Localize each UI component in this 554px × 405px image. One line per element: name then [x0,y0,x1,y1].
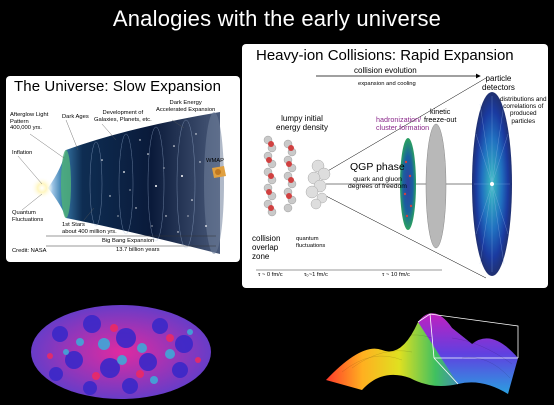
time-zero-label: τ ~ 0 fm/c [258,272,283,278]
distributions-label: distributions and correlations of produc… [500,96,547,125]
cmb-map-image [31,305,211,399]
dark-energy-label: Dark Energy Accelerated Expansion [156,100,216,113]
quantum-fluctuations-label: quantum fluctuations [296,236,326,249]
universe-panel-title: The Universe: Slow Expansion [14,78,222,95]
universe-timeline-figure [17,112,226,254]
dark-ages-label: Dark Ages [62,114,89,120]
heavy-ion-panel-title: Heavy-ion Collisions: Rapid Expansion [256,47,514,64]
expansion-cooling-label: expansion and cooling [358,81,416,87]
quantum-fluctuations-label: Quantum Fluctuations [12,210,44,223]
time-ten-label: τ ~ 10 fm/c [382,272,410,278]
qgp-phase-label: QGP phase [350,161,405,173]
heavy-ion-figure [256,73,512,279]
kinetic-freeze-out-label: kinetic freeze-out [424,107,457,124]
credit-label: Credit: NASA [12,248,47,254]
quark-gluon-label: quark and gluon degrees of freedom [348,176,407,191]
collision-overlap-label: collision overlap zone [252,234,281,261]
heavy-ion-panel: Heavy-ion Collisions: Rapid Expansion co… [242,44,548,288]
particle-detectors-label: particle detectors [482,74,515,92]
hadronization-label: hadronization/ cluster formation [376,115,430,132]
big-bang-label: Big Bang Expansion [102,238,155,244]
lumpy-density-blob [305,159,331,210]
first-stars-label: 1st Stars about 400 million yrs. [62,222,117,235]
years-label: 13.7 billion years [116,247,160,253]
lumpy-label: lumpy initial energy density [276,114,329,132]
inflation-label: Inflation [12,150,33,156]
development-label: Development of Galaxies, Planets, etc. [94,110,152,123]
freeze-out-ellipse [425,123,447,249]
surface-plot-image [326,313,519,394]
universe-expansion-panel: The Universe: Slow Expansion Afterglow L… [6,76,240,262]
collision-evolution-label: collision evolution [354,66,417,75]
colliding-nuclei [263,135,297,217]
wmap-label: WMAP [206,158,225,164]
slide-title: Analogies with the early universe [112,6,442,31]
afterglow-label: Afterglow Light Pattern 400,000 yrs. [10,112,49,132]
hadronization-ellipse [400,138,416,230]
time-one-label: τ₀~1 fm/c [304,272,328,278]
